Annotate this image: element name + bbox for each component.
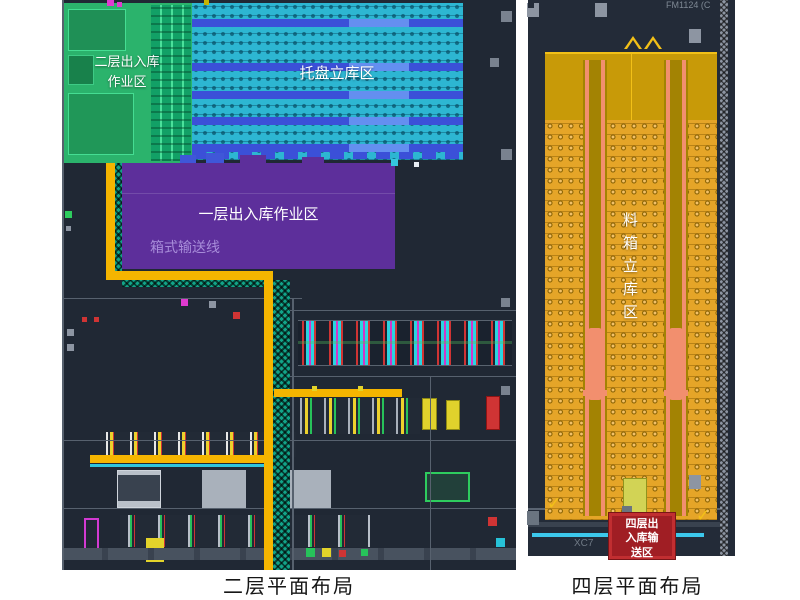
center-divider-line xyxy=(631,54,632,120)
l2-lift-rack-strips xyxy=(151,5,191,161)
stacker-crane-icon xyxy=(669,328,683,400)
box-conveyor-label: 箱式输送线 xyxy=(150,239,220,255)
dock-notch xyxy=(240,155,266,163)
red-machine xyxy=(486,396,500,430)
green-machine-outline xyxy=(425,472,470,502)
l1-io-zone: 一层出入库作业区 箱式输送线 xyxy=(122,153,395,269)
bin-rack-dots xyxy=(545,120,717,520)
pallet-rack-bar xyxy=(192,19,463,27)
l4-io-label-line1: 四层出 xyxy=(625,518,659,530)
wall-line xyxy=(292,298,294,570)
pallet-rack-bar xyxy=(192,117,463,125)
zone-divider-line xyxy=(122,193,395,194)
conveyor-vertical-2 xyxy=(264,271,273,570)
floor2-caption: 二层平面布局 xyxy=(223,576,355,598)
dock-notch xyxy=(180,155,196,163)
machine-row-stations xyxy=(300,398,420,434)
wall-line xyxy=(430,376,431,570)
check-marker-icon: ✓ xyxy=(547,494,562,513)
conveyor-vertical-1 xyxy=(106,163,115,275)
crane-rail xyxy=(601,60,605,516)
l4-io-conveyor-label: 四层出 入库输 送区 xyxy=(608,512,676,560)
wall-line xyxy=(62,298,302,299)
l1-io-zone-label: 一层出入库作业区 xyxy=(198,206,319,223)
misc-cad-marks xyxy=(62,0,67,5)
conveyor-horizontal-2 xyxy=(274,389,402,397)
wall-line xyxy=(62,0,64,570)
machine-row-stations xyxy=(100,432,296,457)
conveyor-horizontal-1 xyxy=(106,271,273,280)
l2-io-zone-label: 二层出入库 作业区 xyxy=(68,52,186,92)
l2-io-zone-label-line1: 二层出入库 xyxy=(94,54,160,69)
crane-crossbar xyxy=(583,390,607,396)
crane-aisle xyxy=(664,60,688,516)
floor2-plan-panel: 二层出入库 作业区 托盘立库区 一层出入库作业区 箱式输送线 xyxy=(62,0,516,570)
pallet-storage-label: 托盘立库区 xyxy=(299,65,375,82)
floor4-caption: 四层平面布局 xyxy=(571,576,704,598)
floor4-plan-panel: FM1124 (C 料箱立库区 ✓ ✓ xyxy=(528,0,735,560)
conveyor-horizontal-3 xyxy=(90,455,264,463)
l4-io-label-line2: 入库输 xyxy=(625,532,659,545)
bin-storage-label: 料箱立库区 xyxy=(621,212,638,327)
xc-annotation: XC7 xyxy=(574,538,594,549)
wall-line xyxy=(290,310,516,311)
pallet-storage-zone xyxy=(192,3,463,160)
roof-marker-icon xyxy=(624,36,642,49)
dock-notch xyxy=(206,153,224,163)
pallet-rack-bar xyxy=(192,91,463,99)
conveyor-hatch-1 xyxy=(115,163,122,275)
roof-marker-icon xyxy=(644,36,662,49)
crane-rail xyxy=(682,60,686,516)
conveyor-hatch-3 xyxy=(273,280,290,570)
bin-storage-zone: 料箱立库区 xyxy=(545,52,717,536)
l2-io-zone xyxy=(63,3,192,163)
crane-rail xyxy=(666,60,670,516)
crane-aisle xyxy=(583,60,607,516)
l4-io-label-line3: 送区 xyxy=(631,546,653,559)
wall-column-blocks xyxy=(528,0,534,8)
check-marker-icon: ✓ xyxy=(696,506,711,525)
hatched-wall xyxy=(720,0,728,556)
crane-rail xyxy=(585,60,589,516)
l2-machine-block xyxy=(68,93,134,155)
stacker-crane-icon xyxy=(588,328,602,400)
gray-machine-block xyxy=(117,470,161,508)
crane-crossbar xyxy=(664,390,688,396)
dock-notch xyxy=(302,157,324,163)
pallet-rack-bar xyxy=(192,63,463,71)
yellow-machine xyxy=(422,398,437,430)
l2-machine-block xyxy=(68,55,94,85)
yellow-machine xyxy=(446,400,460,430)
wall-line xyxy=(290,376,516,377)
l2-io-zone-label-line2: 作业区 xyxy=(107,74,147,90)
conveyor-guide-line xyxy=(90,464,264,467)
pallet-dock-squares xyxy=(192,152,463,159)
machine-row-cells xyxy=(298,320,512,366)
fm-annotation: FM1124 (C xyxy=(666,0,711,10)
l2-machine-block xyxy=(68,9,126,51)
pallet-rack-bar xyxy=(192,144,463,152)
conveyor-hatch-2 xyxy=(122,280,273,287)
